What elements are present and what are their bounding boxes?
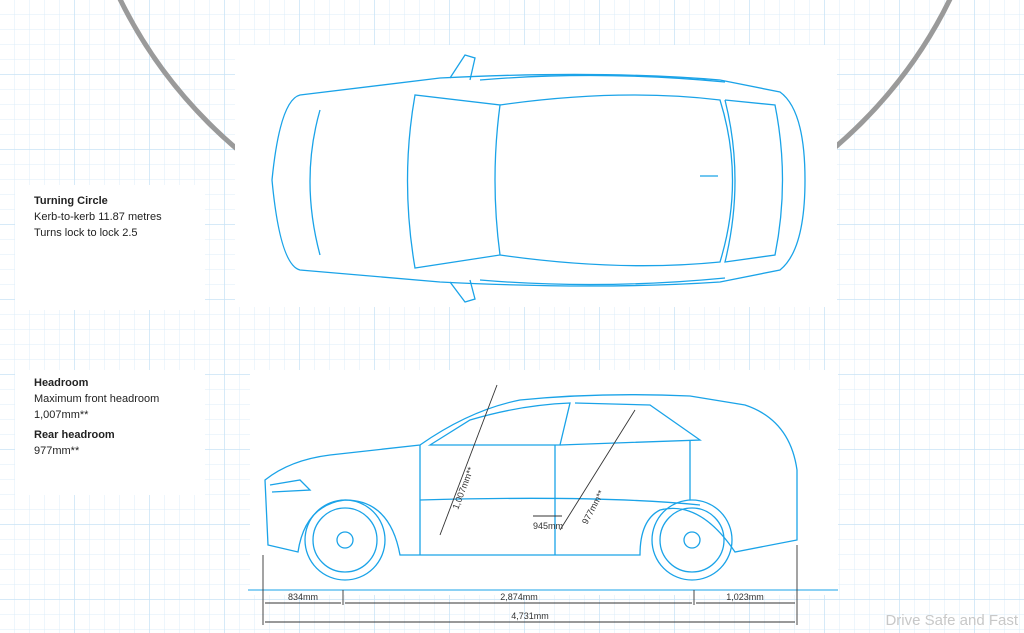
rear-wheel [651,499,733,581]
rear-headroom-value: 977mm** [34,445,80,457]
turns-lock-to-lock: Turns lock to lock 2.5 [34,227,138,239]
front-overhang-label: 834mm [288,592,318,602]
top-view-car [271,54,806,303]
length-label: 4,731mm [511,611,549,621]
rear-overhang-label: 1,023mm [726,592,764,602]
headroom-info: Headroom Maximum front headroom 1,007mm*… [34,375,159,459]
top-view-panel [235,45,837,307]
side-view-car [264,394,798,581]
turning-circle-panel [15,185,205,310]
front-wheel [304,499,386,581]
turning-circle-title: Turning Circle [34,195,108,207]
side-view-panel [250,370,838,595]
headroom-panel [15,370,205,495]
front-headroom-value: 1,007mm** [34,409,89,421]
front-headroom-label-text: Maximum front headroom [34,393,160,405]
turning-circle-info: Turning Circle Kerb-to-kerb 11.87 metres… [34,193,162,241]
rear-headroom-title: Rear headroom [34,429,115,441]
rear-headroom-label: 977mm** [580,488,606,526]
dimension-lines [248,384,838,625]
wheelbase-label: 2,874mm [500,592,538,602]
kerb-to-kerb: Kerb-to-kerb 11.87 metres [34,211,162,223]
headroom-title: Headroom [34,377,89,389]
front-headroom-label: 1,007mm** [451,465,476,511]
legroom-label: 945mm [533,521,563,531]
watermark: Drive Safe and Fast [885,612,1018,629]
